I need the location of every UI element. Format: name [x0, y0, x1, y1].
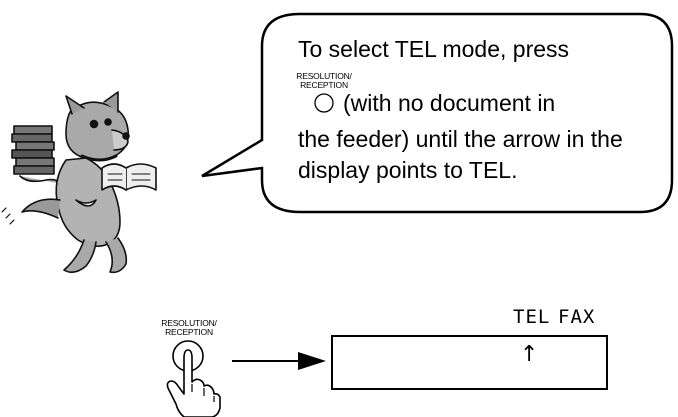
pressing-finger-icon	[166, 340, 221, 417]
bubble-key-label-2: RECEPTION	[300, 80, 348, 90]
instruction-line-1: To select TEL mode, press	[298, 36, 570, 62]
panel-key-label-1: RESOLUTION/	[161, 318, 217, 328]
lcd-display	[331, 335, 608, 390]
display-pointer-arrow: ↑	[520, 342, 539, 367]
bubble-key-label: RESOLUTION/ RECEPTION	[284, 72, 364, 90]
round-key-icon	[314, 93, 334, 113]
instruction-line-2: (with no document in	[343, 90, 556, 116]
dog-carrying-books-icon	[1, 91, 157, 274]
panel-key-label-2: RECEPTION	[165, 327, 213, 337]
right-arrow-icon	[232, 352, 326, 370]
bubble-key-label-1: RESOLUTION/	[296, 71, 352, 81]
panel-key-label: RESOLUTION/ RECEPTION	[137, 319, 241, 337]
instruction-line-4: display points to TEL.	[298, 157, 518, 183]
display-label-tel: TEL	[513, 306, 551, 328]
instruction-line-3: the feeder) until the arrow in the	[298, 126, 623, 152]
display-label-fax: FAX	[558, 306, 596, 328]
